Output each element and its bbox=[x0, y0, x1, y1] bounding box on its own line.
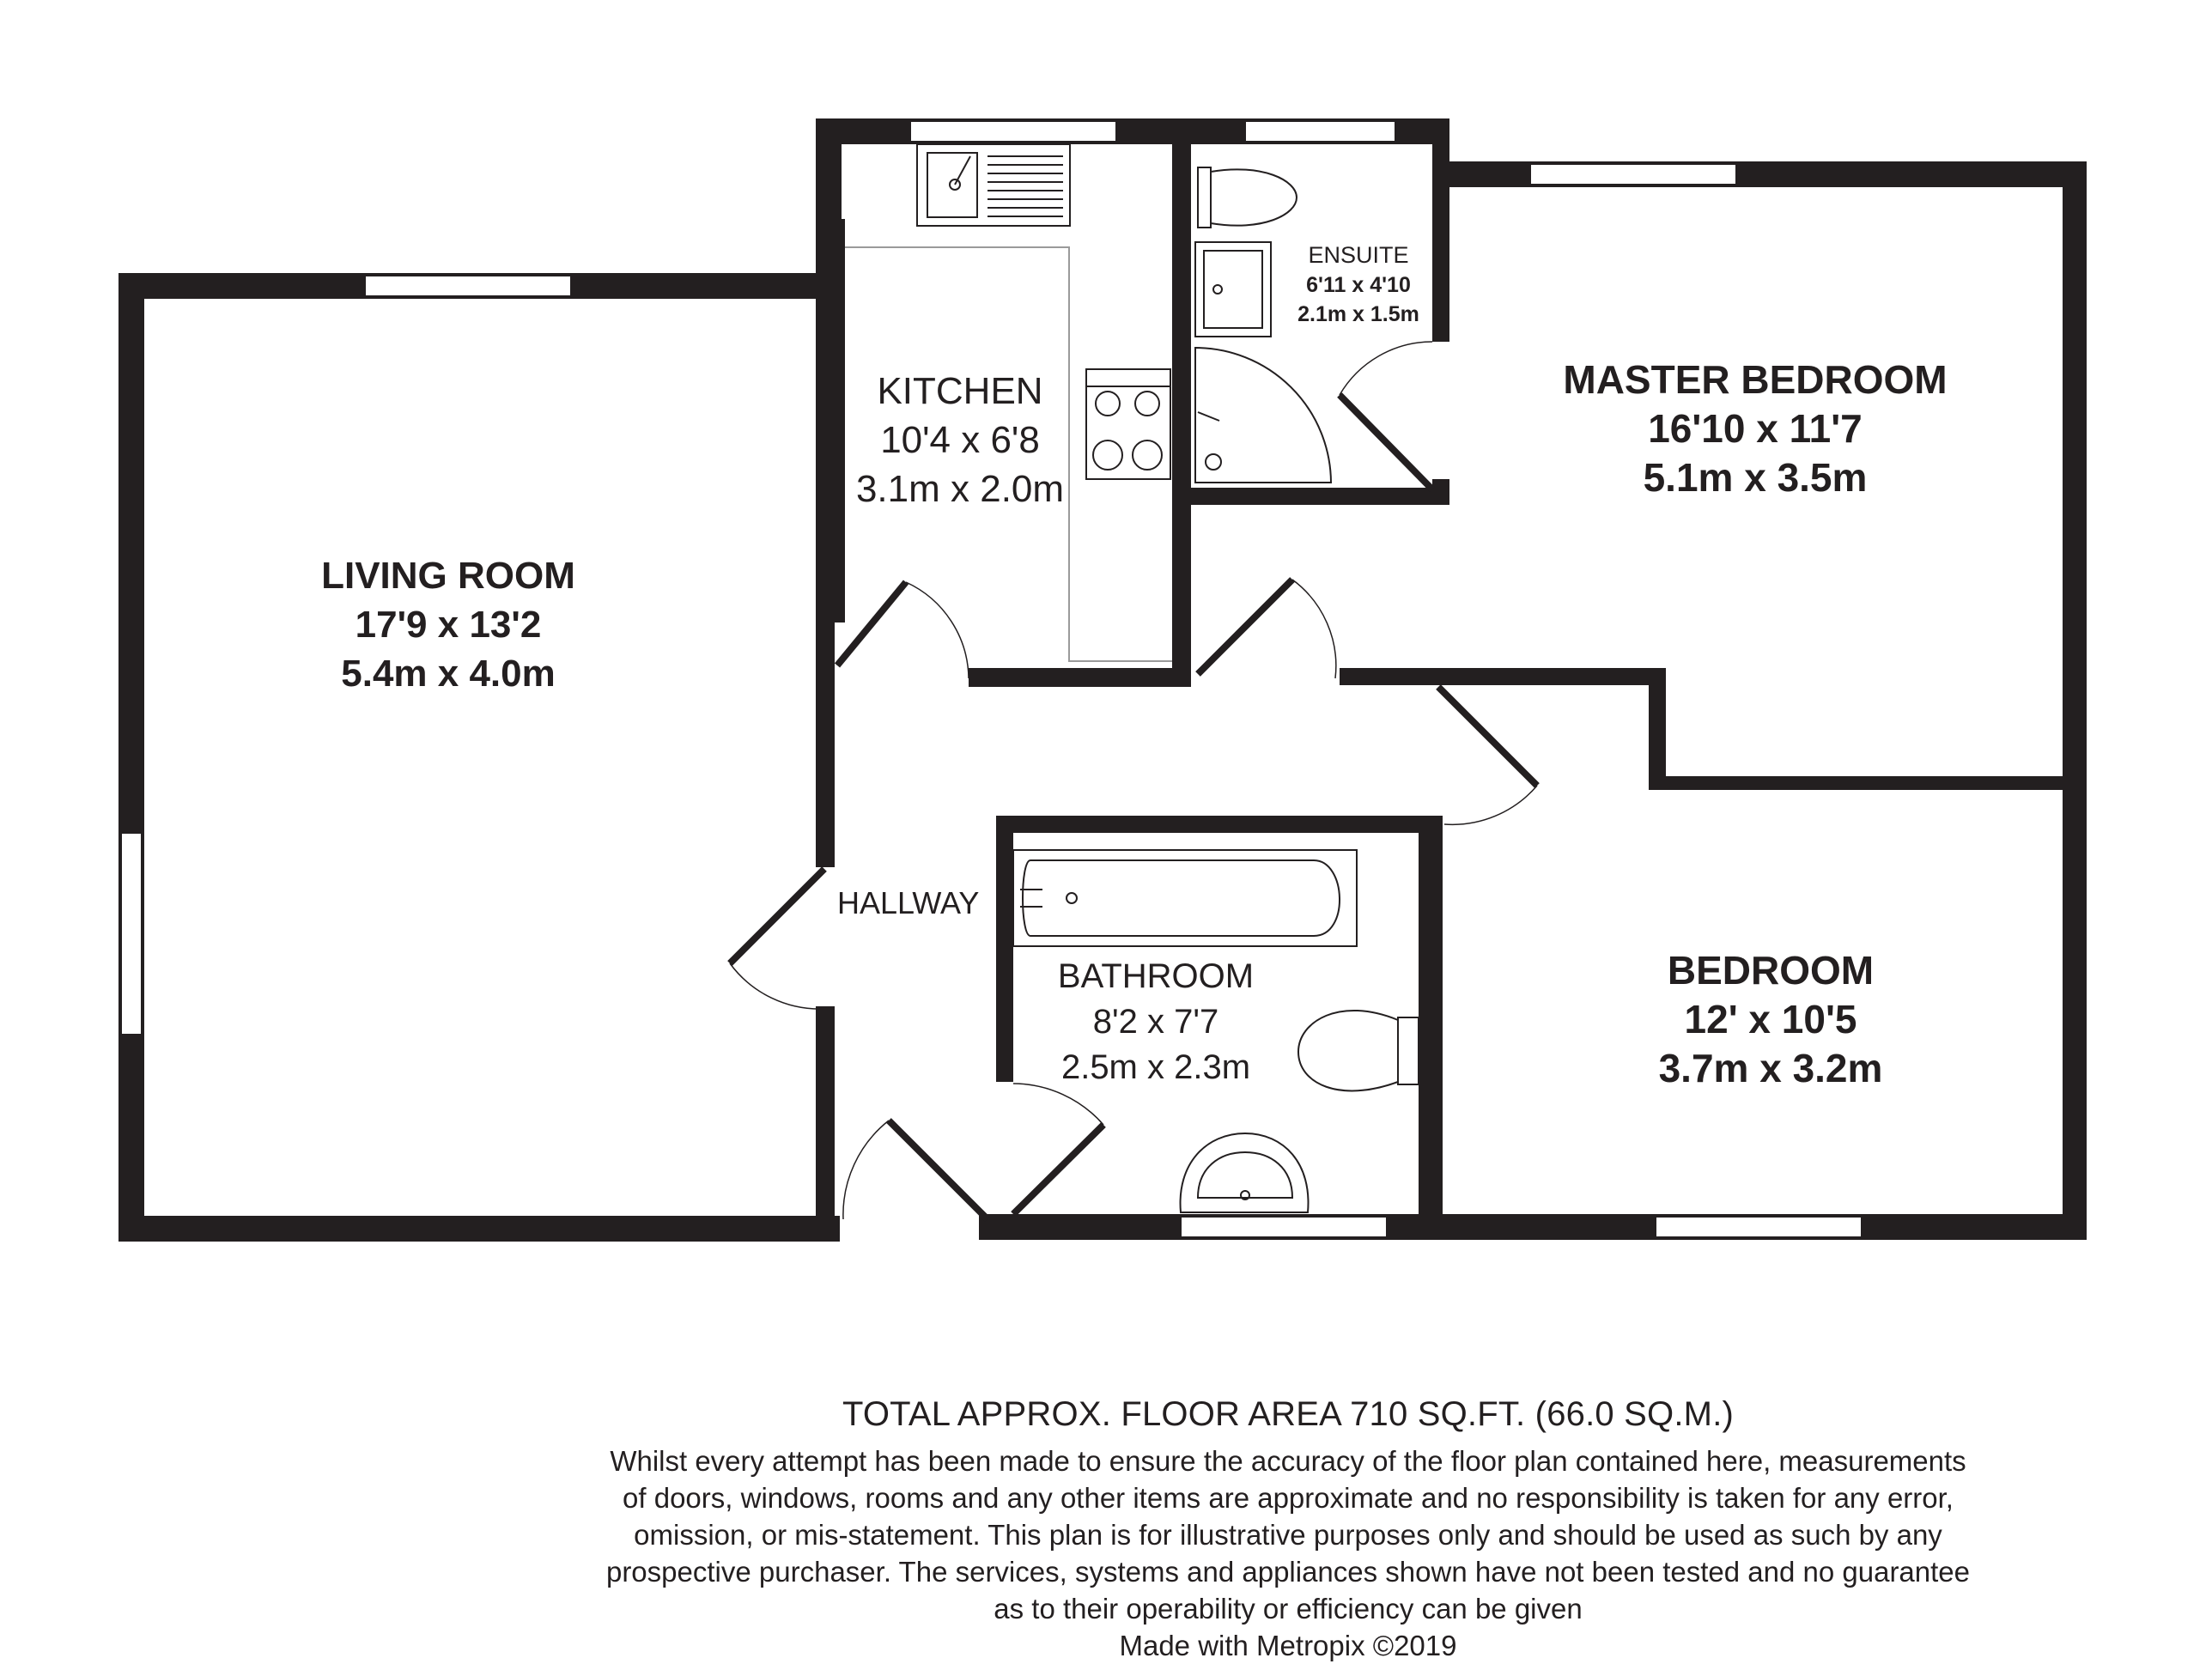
room-dimensions-metric: 3.7m x 3.2m bbox=[1659, 1046, 1883, 1090]
wall-kitchen-left-mid bbox=[835, 219, 845, 622]
door-entrance bbox=[886, 1118, 990, 1222]
sink-drainer bbox=[988, 155, 1063, 217]
doors bbox=[727, 341, 1540, 1222]
wall-master-bottom-left bbox=[1340, 668, 1666, 685]
wall-bath-top bbox=[996, 816, 1434, 833]
window-living-left bbox=[120, 832, 143, 1035]
room-name: BATHROOM bbox=[1058, 957, 1254, 995]
room-name: MASTER BEDROOM bbox=[1563, 357, 1947, 402]
disclaimer-line: of doors, windows, rooms and any other i… bbox=[623, 1482, 1954, 1514]
door-master bbox=[1195, 577, 1295, 677]
label-hallway: HALLWAY bbox=[837, 885, 979, 920]
window-bedroom-bottom bbox=[1655, 1216, 1863, 1238]
window-kitchen-top bbox=[909, 120, 1117, 143]
wall-ensuite-right-base bbox=[1432, 479, 1449, 505]
disclaimer-line: as to their operability or efficiency ca… bbox=[994, 1593, 1583, 1625]
label-kitchen: KITCHEN 10'4 x 6'8 3.1m x 2.0m bbox=[856, 370, 1064, 510]
kitchen-hob bbox=[1085, 368, 1171, 480]
disclaimer-line: Whilst every attempt has been made to en… bbox=[610, 1445, 1966, 1477]
label-bedroom: BEDROOM 12' x 10'5 3.7m x 3.2m bbox=[1659, 948, 1883, 1090]
room-dimensions-imperial: 8'2 x 7'7 bbox=[1093, 1003, 1218, 1041]
wall-entrance-stub bbox=[979, 1214, 998, 1240]
room-name: ENSUITE bbox=[1308, 242, 1408, 268]
wall-bath-bottom bbox=[996, 1214, 2087, 1240]
room-name: LIVING ROOM bbox=[321, 555, 575, 597]
ensuite-toilet bbox=[1197, 167, 1212, 228]
door-kitchen bbox=[834, 580, 909, 668]
windows bbox=[120, 120, 1863, 1238]
room-dimensions-imperial: 17'9 x 13'2 bbox=[356, 604, 542, 646]
room-dimensions-metric: 5.1m x 3.5m bbox=[1644, 455, 1868, 500]
window-master-top bbox=[1529, 163, 1737, 185]
label-ensuite: ENSUITE 6'11 x 4'10 2.1m x 1.5m bbox=[1297, 242, 1419, 326]
room-dimensions-imperial: 16'10 x 11'7 bbox=[1648, 406, 1863, 451]
kitchen-counter bbox=[845, 246, 1172, 662]
bathroom-toilet bbox=[1397, 1017, 1419, 1085]
door-bedroom bbox=[1436, 684, 1540, 788]
label-master-bedroom: MASTER BEDROOM 16'10 x 11'7 5.1m x 3.5m bbox=[1563, 357, 1947, 500]
wall-master-step bbox=[1649, 668, 1666, 788]
door-living bbox=[727, 866, 827, 966]
wall-kitchen-bottom bbox=[969, 668, 1191, 687]
plan-footer: TOTAL APPROX. FLOOR AREA 710 SQ.FT. (66.… bbox=[481, 1395, 2095, 1664]
wall-living-right-upper bbox=[816, 273, 835, 867]
room-dimensions-metric: 2.5m x 2.3m bbox=[1061, 1048, 1250, 1086]
room-name: HALLWAY bbox=[837, 885, 979, 920]
metropix-credit: Made with Metropix ©2019 bbox=[1119, 1630, 1457, 1661]
room-name: KITCHEN bbox=[877, 370, 1042, 412]
bathtub bbox=[1012, 849, 1358, 947]
wall-master-right bbox=[2063, 161, 2087, 1240]
wall-living-right-lower bbox=[816, 1006, 835, 1223]
wall-ensuite-bottom bbox=[1191, 488, 1449, 505]
room-dimensions-metric: 2.1m x 1.5m bbox=[1297, 302, 1419, 326]
wall-bath-right bbox=[1419, 816, 1443, 1236]
ensuite-shower bbox=[1194, 346, 1333, 483]
wall-bath-left bbox=[996, 816, 1013, 1082]
wall-ensuite-right-lower bbox=[1432, 170, 1449, 342]
room-dimensions-imperial: 10'4 x 6'8 bbox=[880, 419, 1040, 461]
wall-living-left bbox=[118, 273, 144, 1242]
window-ensuite-top bbox=[1244, 120, 1396, 143]
room-dimensions-imperial: 12' x 10'5 bbox=[1685, 997, 1857, 1042]
room-dimensions-metric: 3.1m x 2.0m bbox=[856, 468, 1064, 510]
disclaimer: Whilst every attempt has been made to en… bbox=[481, 1442, 2095, 1627]
door-bathroom bbox=[1011, 1122, 1106, 1217]
wall-master-bottom-right bbox=[1649, 776, 2087, 790]
window-bath-bottom bbox=[1180, 1216, 1388, 1238]
room-dimensions-imperial: 6'11 x 4'10 bbox=[1306, 273, 1411, 297]
disclaimer-line: prospective purchaser. The services, sys… bbox=[605, 1556, 1971, 1588]
disclaimer-line: omission, or mis-statement. This plan is… bbox=[634, 1519, 1942, 1551]
room-name: BEDROOM bbox=[1668, 948, 1874, 993]
bathroom-basin bbox=[1179, 1132, 1310, 1213]
wall-living-bottom bbox=[118, 1216, 840, 1242]
label-bathroom: BATHROOM 8'2 x 7'7 2.5m x 2.3m bbox=[1058, 957, 1254, 1086]
fixtures bbox=[845, 143, 1419, 1213]
label-living-room: LIVING ROOM 17'9 x 13'2 5.4m x 4.0m bbox=[321, 555, 575, 695]
total-floor-area: TOTAL APPROX. FLOOR AREA 710 SQ.FT. (66.… bbox=[842, 1395, 1735, 1433]
wall-kitchen-ensuite bbox=[1172, 129, 1191, 678]
room-labels: LIVING ROOM 17'9 x 13'2 5.4m x 4.0m KITC… bbox=[321, 242, 1948, 1090]
kitchen-sink bbox=[916, 143, 1071, 227]
ensuite-basin bbox=[1194, 241, 1272, 337]
wall-ensuite-right-upper bbox=[1432, 118, 1449, 170]
door-ensuite bbox=[1337, 392, 1435, 492]
room-dimensions-metric: 5.4m x 4.0m bbox=[341, 653, 556, 695]
window-living-top bbox=[364, 275, 572, 297]
